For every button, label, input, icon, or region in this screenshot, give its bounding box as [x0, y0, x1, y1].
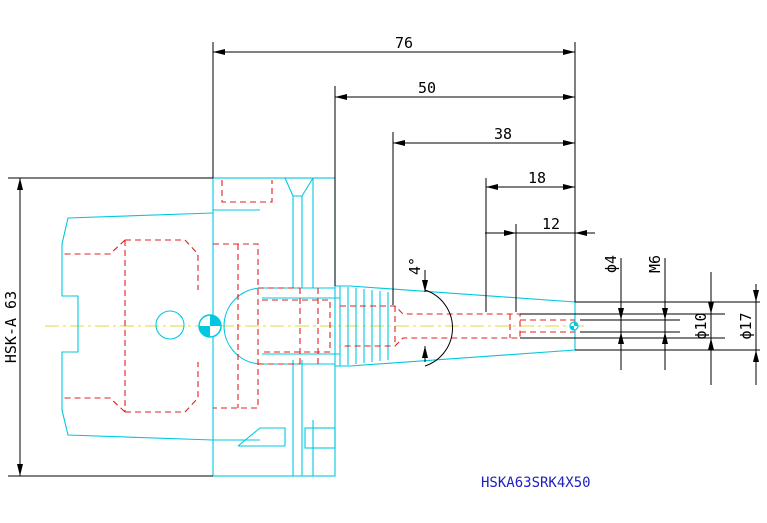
- phi10-label: ϕ10: [692, 312, 710, 339]
- dim-18-label: 18: [528, 169, 546, 187]
- shank-size-label: HSK-A 63: [2, 291, 20, 363]
- dimension-lines: [8, 42, 760, 477]
- tip-marker: [569, 321, 579, 331]
- taper-angle-label: 4°: [406, 257, 424, 275]
- dim-38-label: 38: [494, 125, 512, 143]
- arrowheads: [17, 49, 759, 476]
- phi4-label: ϕ4: [602, 255, 620, 273]
- hidden-lines: [62, 180, 575, 413]
- m6-label: M6: [646, 255, 664, 273]
- dim-overall-label: 76: [395, 34, 413, 52]
- dim-50-label: 50: [418, 79, 436, 97]
- phi17-label: ϕ17: [737, 312, 755, 339]
- dim-12-label: 12: [542, 215, 560, 233]
- part-number-label: HSKA63SRK4X50: [481, 475, 591, 491]
- center-marker: [198, 314, 222, 338]
- holder-outline: [61, 177, 576, 477]
